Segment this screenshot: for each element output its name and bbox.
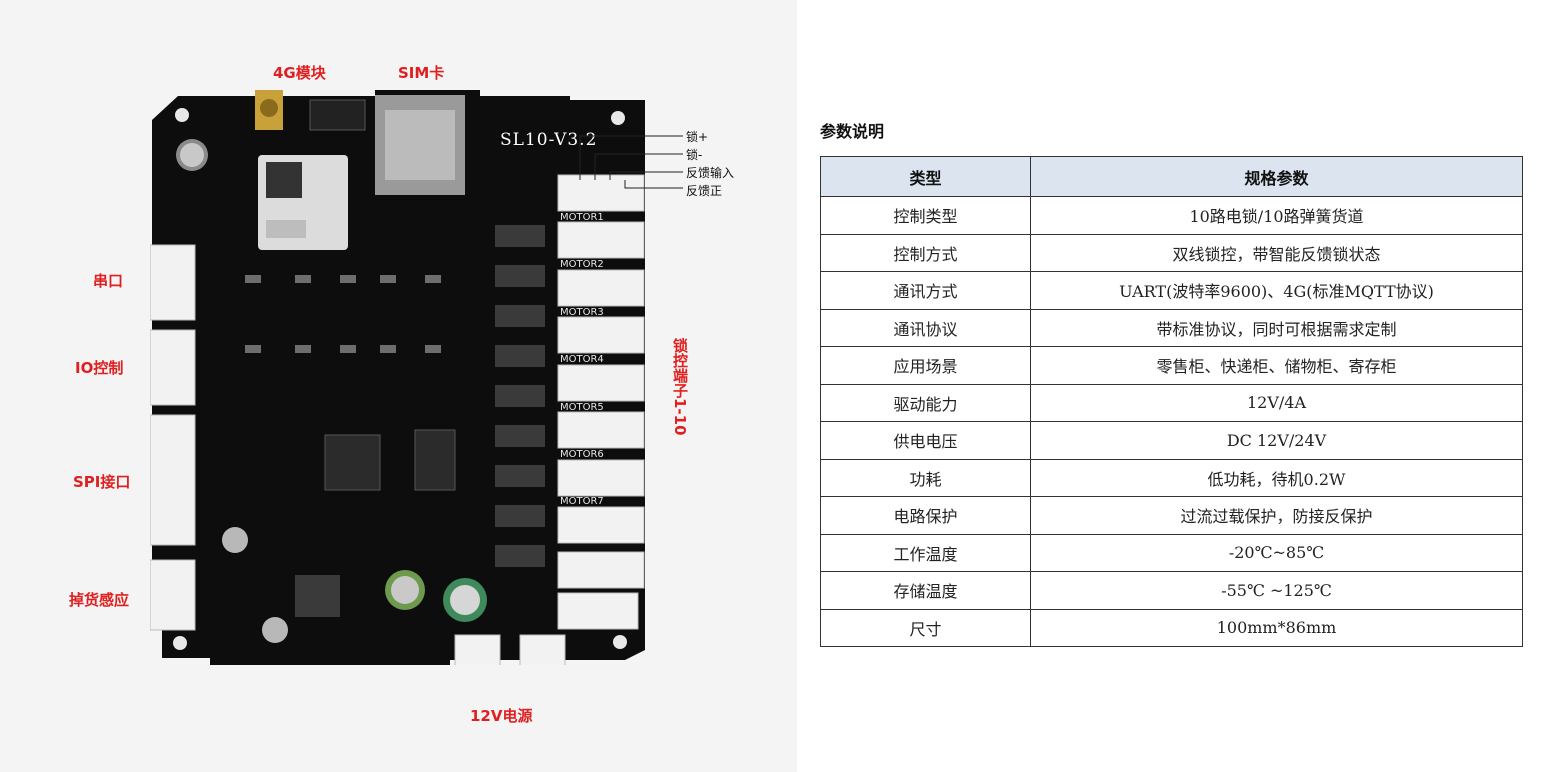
spec-title: 参数说明 — [820, 122, 885, 141]
callout-sim-card: SIM卡 — [398, 64, 445, 82]
pin-label-lock-minus: 锁- — [686, 148, 703, 162]
motor-label: MOTOR2 — [560, 259, 604, 270]
spec-row: 应用场景零售柜、快递柜、储物柜、寄存柜 — [820, 346, 1523, 385]
motor-label: MOTOR3 — [560, 307, 604, 318]
callout-lock-terminals: 锁控端子1-10 — [671, 338, 689, 436]
spec-value: -55℃ ~125℃ — [1030, 571, 1523, 610]
spec-type: 控制类型 — [820, 196, 1031, 235]
spec-value: DC 12V/24V — [1030, 421, 1523, 460]
spec-row: 电路保护过流过载保护，防接反保护 — [820, 496, 1523, 535]
spec-type: 通讯方式 — [820, 271, 1031, 310]
spec-type: 控制方式 — [820, 233, 1031, 272]
motor-label: MOTOR6 — [560, 449, 604, 460]
spec-row: 控制方式双线锁控，带智能反馈锁状态 — [820, 233, 1523, 272]
pcb-board-graphic — [150, 90, 645, 665]
spec-type: 电路保护 — [820, 496, 1031, 535]
spec-type: 尺寸 — [820, 608, 1031, 647]
spec-value: 低功耗，待机0.2W — [1030, 458, 1523, 497]
header-value: 规格参数 — [1030, 156, 1523, 197]
spec-type: 功耗 — [820, 458, 1031, 497]
pin-leader-lines — [579, 135, 683, 189]
spec-type: 通讯协议 — [820, 308, 1031, 347]
callout-12v-power: 12V电源 — [470, 707, 533, 725]
spec-type: 驱动能力 — [820, 383, 1031, 422]
spec-value: 10路电锁/10路弹簧货道 — [1030, 196, 1523, 235]
spec-type: 存储温度 — [820, 571, 1031, 610]
board-model-label: SL10-V3.2 — [500, 130, 598, 150]
pin-label-feedback-input: 反馈输入 — [686, 166, 735, 180]
pin-label-feedback-positive: 反馈正 — [686, 184, 723, 198]
callout-io-control: IO控制 — [75, 359, 124, 377]
spec-row: 工作温度-20℃~85℃ — [820, 533, 1523, 572]
motor-label: MOTOR1 — [560, 212, 604, 223]
motor-label: MOTOR5 — [560, 402, 604, 413]
spec-row: 存储温度-55℃ ~125℃ — [820, 571, 1523, 610]
header-type: 类型 — [820, 156, 1031, 197]
spec-row: 功耗低功耗，待机0.2W — [820, 458, 1523, 497]
callout-serial: 串口 — [93, 272, 124, 290]
product-photo-panel: SL10-V3.2 MOTOR1 MOTOR2 MOTOR3 MOTOR4 MO… — [0, 0, 797, 772]
spec-value: 100mm*86mm — [1030, 608, 1523, 647]
spec-type: 应用场景 — [820, 346, 1031, 385]
callout-4g-module: 4G模块 — [273, 64, 326, 82]
motor-label: MOTOR4 — [560, 354, 604, 365]
spec-header-row: 类型 规格参数 — [820, 156, 1523, 197]
callout-drop-sensor: 掉货感应 — [69, 591, 130, 609]
pin-label-lock-plus: 锁+ — [686, 130, 709, 144]
spec-value: UART(波特率9600)、4G(标准MQTT协议) — [1030, 271, 1523, 310]
motor-label: MOTOR7 — [560, 496, 604, 507]
spec-value: 12V/4A — [1030, 383, 1523, 422]
spec-value: 零售柜、快递柜、储物柜、寄存柜 — [1030, 346, 1523, 385]
spec-value: 带标准协议，同时可根据需求定制 — [1030, 308, 1523, 347]
spec-value: -20℃~85℃ — [1030, 533, 1523, 572]
spec-type: 工作温度 — [820, 533, 1031, 572]
spec-value: 过流过载保护，防接反保护 — [1030, 496, 1523, 535]
pcb-board: SL10-V3.2 MOTOR1 MOTOR2 MOTOR3 MOTOR4 MO… — [150, 90, 655, 665]
callout-spi: SPI接口 — [73, 473, 131, 491]
spec-type: 供电电压 — [820, 421, 1031, 460]
spec-value: 双线锁控，带智能反馈锁状态 — [1030, 233, 1523, 272]
spec-row: 通讯协议带标准协议，同时可根据需求定制 — [820, 308, 1523, 347]
